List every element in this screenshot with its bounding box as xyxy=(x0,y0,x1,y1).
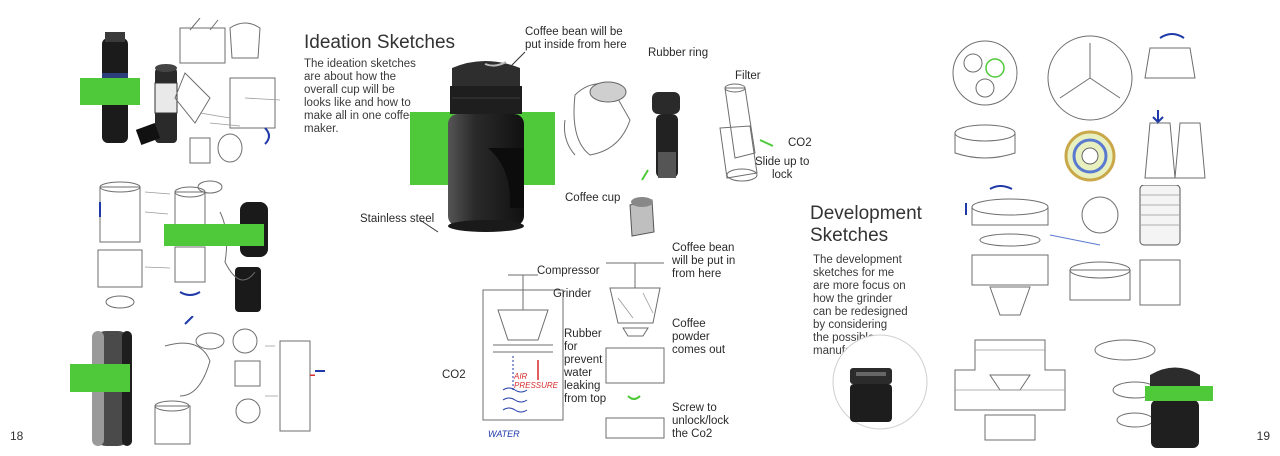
sketch-cup-assembly xyxy=(560,60,710,250)
label-coffee-cup: Coffee cup xyxy=(565,192,621,204)
intro-paragraph: The ideation sketches are about how the … xyxy=(304,58,416,135)
label-co2-right: CO2 xyxy=(788,137,812,149)
green-highlight-bar xyxy=(70,364,130,392)
sketch-cup-top-left xyxy=(80,17,300,168)
green-highlight-bar xyxy=(80,78,140,105)
sketch-grinder-exploded xyxy=(598,258,678,448)
label-coffee-bean-top: Coffee bean will be put inside from here xyxy=(525,26,627,51)
label-coffee-bean-right: Coffee bean will be put in from here xyxy=(672,242,736,280)
green-highlight-bar xyxy=(164,224,264,246)
sketch-grinder-plates xyxy=(925,28,1245,193)
cup-render-main xyxy=(440,58,530,236)
sketch-cross-section xyxy=(478,270,568,445)
sketch-assembly-bottom-right xyxy=(935,330,1225,450)
label-stainless-steel: Stainless steel xyxy=(360,213,435,225)
label-grinder: Grinder xyxy=(553,288,592,300)
render-cup-bottom-right xyxy=(830,330,930,435)
page-number-right: 19 xyxy=(1256,429,1270,443)
label-air-pressure: AIR PRESSURE xyxy=(514,372,559,390)
label-screw: Screw to unlock/lock the Co2 xyxy=(672,402,729,440)
sketch-cup-middle-left xyxy=(80,172,300,317)
sketch-grinder-section xyxy=(930,184,1250,325)
page-number-left: 18 xyxy=(10,429,24,443)
label-slide-up: Slide up to lock xyxy=(755,156,810,181)
render-cup-right-edge xyxy=(1145,360,1235,450)
green-highlight-bar xyxy=(1145,386,1213,401)
sketch-cup-bottom-left: ▬ xyxy=(70,315,340,451)
label-coffee-powder: Coffee powder comes out xyxy=(672,318,726,356)
page-title-right: Development Sketches xyxy=(810,203,922,246)
label-rubber-ring: Rubber ring xyxy=(648,47,709,59)
sketch-filter-tube xyxy=(705,78,795,188)
label-co2-left: CO2 xyxy=(442,369,466,381)
label-rubber-prevent: Rubber for prevent water leaking from to… xyxy=(564,328,607,405)
label-water: WATER xyxy=(488,429,520,439)
label-filter: Filter xyxy=(735,70,761,82)
page-title: Ideation Sketches xyxy=(304,32,456,53)
svg-text:▬: ▬ xyxy=(310,372,315,378)
label-compressor: Compressor xyxy=(537,265,600,277)
